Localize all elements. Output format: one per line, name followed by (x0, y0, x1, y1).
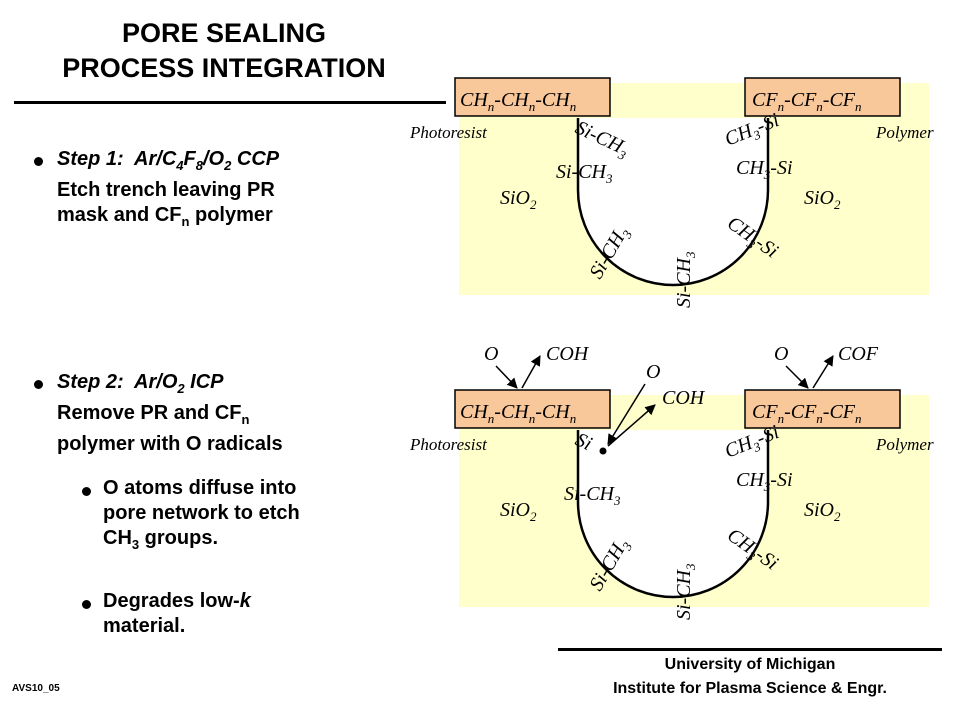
polymer-label: Polymer (875, 123, 934, 142)
coh-product-label: COH (546, 343, 590, 365)
trench-wall (576, 430, 770, 599)
step2-line2: Remove PR and CFn (57, 402, 250, 427)
step1-line3: mask and CFn polymer (57, 204, 273, 229)
o-radical-label: O (484, 343, 498, 365)
polymer-block-label: CFn-CFn-CFn (752, 401, 862, 426)
step1-heading: Step 1: Ar/C4F8/O2 CCP (57, 148, 280, 173)
bullet-dot-icon (34, 380, 43, 389)
si-ch3-group: Si-CH3 (673, 563, 698, 620)
trench-wall (576, 118, 770, 287)
sio2-right: SiO2 (804, 499, 841, 524)
sub2-line1: Degrades low-k (103, 590, 251, 612)
si-ch3-group: Si-CH3 (673, 251, 698, 308)
photoresist-label: Photoresist (409, 435, 488, 454)
slide-title-line1: PORE SEALING (121, 18, 327, 48)
photoresist-label: Photoresist (409, 123, 488, 142)
radical-dot-icon (599, 447, 607, 455)
step1-text: Step 1: Ar/C4F8/O2 CCP Etch trench leavi… (57, 147, 279, 234)
polymer-block-label: CFn-CFn-CFn (752, 89, 862, 114)
bullet-dot-icon (82, 600, 91, 609)
outgoing-arrow-icon (521, 355, 541, 389)
footer-university: University of Michigan (664, 656, 836, 673)
diagram-step1: CHn-CHn-CHn CFn-CFn-CFn Photoresist Poly… (409, 77, 934, 308)
slide-title-line2: PROCESS INTEGRATION (62, 53, 386, 83)
photoresist-block (454, 389, 611, 429)
incoming-arrow-icon (785, 365, 809, 389)
step2-sub1-text: O atoms diffuse into pore network to etc… (103, 476, 300, 557)
polymer-block (744, 77, 901, 117)
etched-trench (578, 430, 768, 597)
sub2-line2: material. (103, 615, 186, 637)
outgoing-arrow-icon (607, 404, 656, 447)
etched-trench (578, 118, 768, 285)
bullet-dot-icon (34, 157, 43, 166)
step2-line3: polymer with O radicals (57, 433, 283, 455)
sub1-line1: O atoms diffuse into (103, 477, 297, 499)
incoming-arrow-icon (495, 365, 518, 389)
coh-product-label: COH (662, 387, 706, 409)
step1-line2: Etch trench leaving PR (57, 179, 275, 201)
slide-code: AVS10_05 (12, 683, 60, 694)
title-divider (14, 101, 446, 104)
pr-block-label: CHn-CHn-CHn (460, 401, 576, 426)
si-ch3-group: Si-CH3 (564, 483, 621, 508)
o-radical-label: O (646, 361, 660, 383)
o-radical-label: O (774, 343, 788, 365)
photoresist-block (454, 77, 611, 117)
outgoing-arrow-icon (812, 355, 834, 389)
footer-institute: Institute for Plasma Science & Engr. (613, 680, 887, 697)
si-ch3-group: Si-CH3 (556, 161, 613, 186)
sio2-left: SiO2 (500, 187, 537, 212)
bullet-dot-icon (82, 487, 91, 496)
footer-divider (558, 648, 942, 651)
cof-product-label: COF (838, 343, 879, 365)
sio2-left: SiO2 (500, 499, 537, 524)
polymer-block (744, 389, 901, 429)
sub1-line2: pore network to etch (103, 502, 300, 524)
sub1-line3: CH3 groups. (103, 527, 219, 552)
polymer-label: Polymer (875, 435, 934, 454)
step2-sub2-text: Degrades low-k material. (103, 589, 251, 639)
step2-text: Step 2: Ar/O2 ICP Remove PR and CFn poly… (57, 370, 283, 457)
pr-block-label: CHn-CHn-CHn (460, 89, 576, 114)
diagram-step2: CHn-CHn-CHn CFn-CFn-CFn Photoresist Poly… (409, 343, 934, 620)
step2-heading: Step 2: Ar/O2 ICP (57, 371, 224, 396)
incoming-arrow-icon (607, 383, 646, 445)
